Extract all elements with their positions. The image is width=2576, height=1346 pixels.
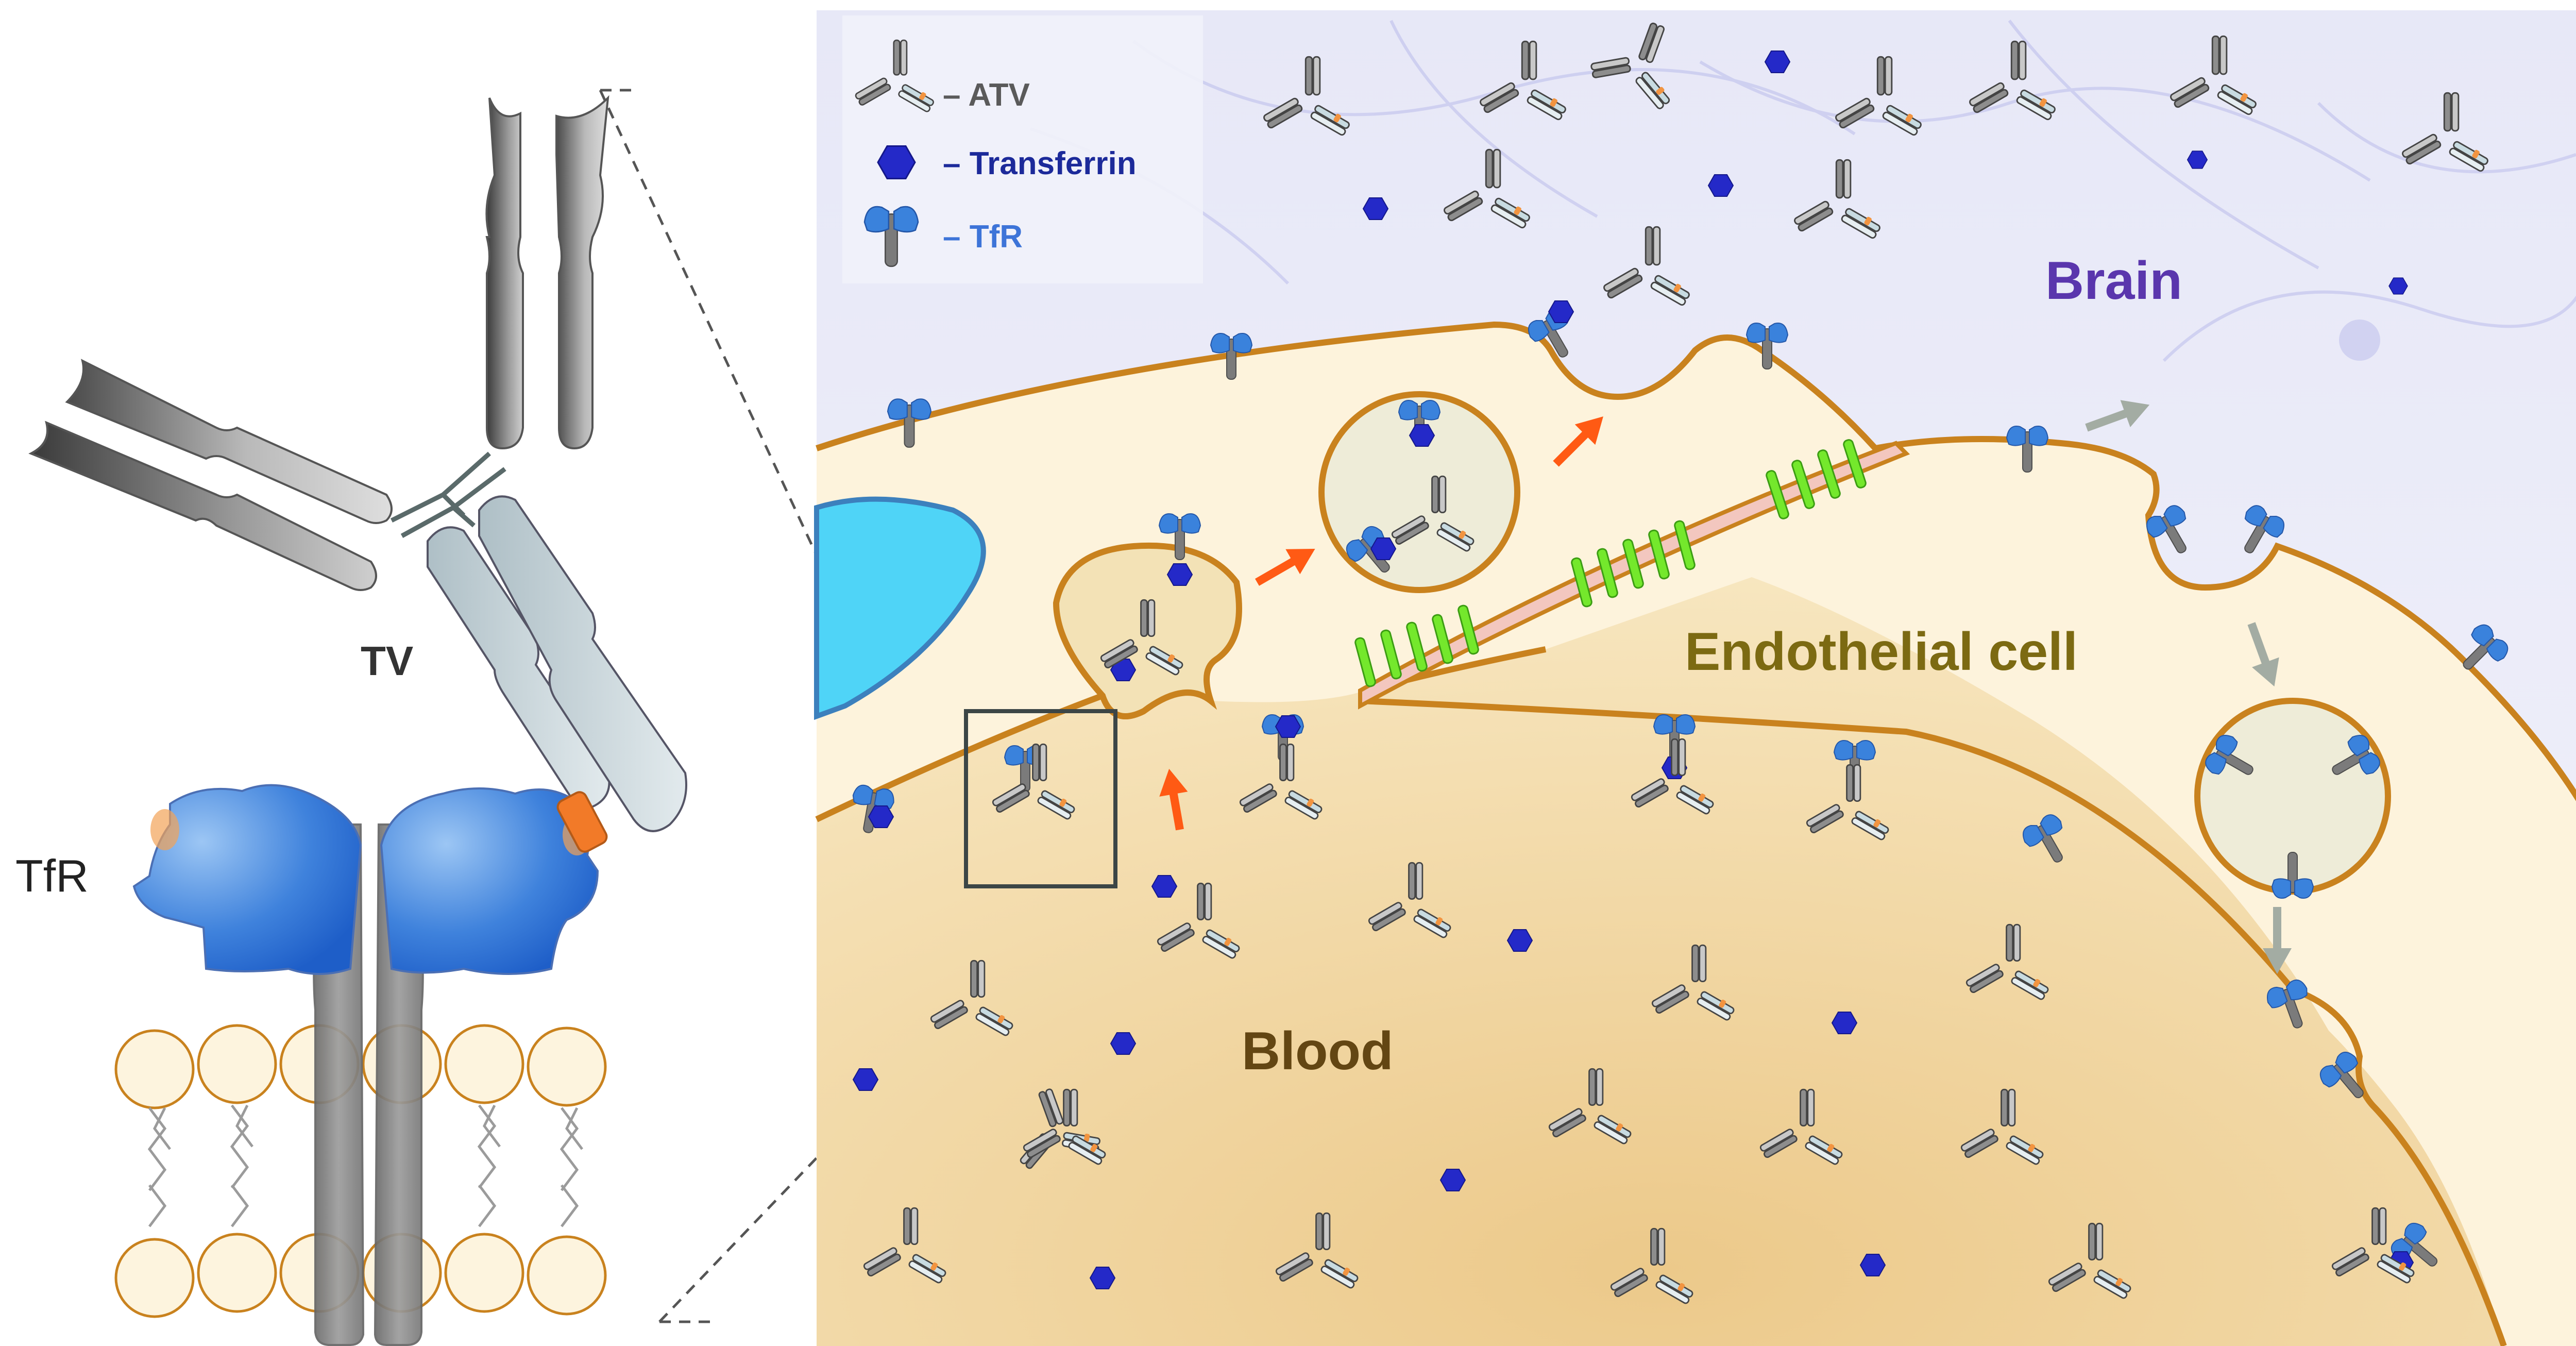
lipid-tails — [147, 1104, 583, 1227]
tfr-ectodomain-right — [380, 787, 599, 975]
legend-tfr: – TfR — [943, 219, 1023, 255]
neuron-background — [1030, 20, 2576, 362]
tv-hinge — [390, 451, 506, 538]
arrow-icon — [1159, 768, 1188, 831]
tfr-ectodomain-left — [132, 784, 362, 975]
zoom-line-bottom — [658, 1004, 964, 1323]
legend: – ATV – Transferrin – TfR — [842, 15, 1203, 283]
tight-junction-channel — [1358, 441, 1910, 710]
blood-region — [817, 577, 2504, 1346]
label-endothelial-cell: Endothelial cell — [1685, 622, 2078, 682]
gray-arrows — [2085, 400, 2292, 974]
legend-transferrin: – Transferrin — [943, 146, 1137, 181]
tv-fab-arm-left — [28, 359, 393, 591]
zoomed-tv-tfr-panel: TV TfR — [15, 95, 687, 1346]
bbb-panel: Brain Endothelial cell Blood – ATV – Tra… — [814, 7, 2576, 1346]
nucleus — [814, 496, 986, 720]
label-brain: Brain — [2045, 251, 2182, 311]
label-tv: TV — [361, 638, 413, 684]
tv-fc-region — [427, 495, 687, 832]
zoom-line-top — [599, 89, 965, 872]
legend-atv: – ATV — [943, 77, 1030, 113]
label-blood: Blood — [1242, 1021, 1394, 1081]
tv-tfr-binding-site — [556, 791, 608, 853]
tv-fab-arm-top — [485, 95, 609, 450]
zoom-box — [964, 709, 1117, 888]
orange-arrows — [1159, 416, 1603, 831]
label-tfr-zoom: TfR — [15, 850, 89, 901]
